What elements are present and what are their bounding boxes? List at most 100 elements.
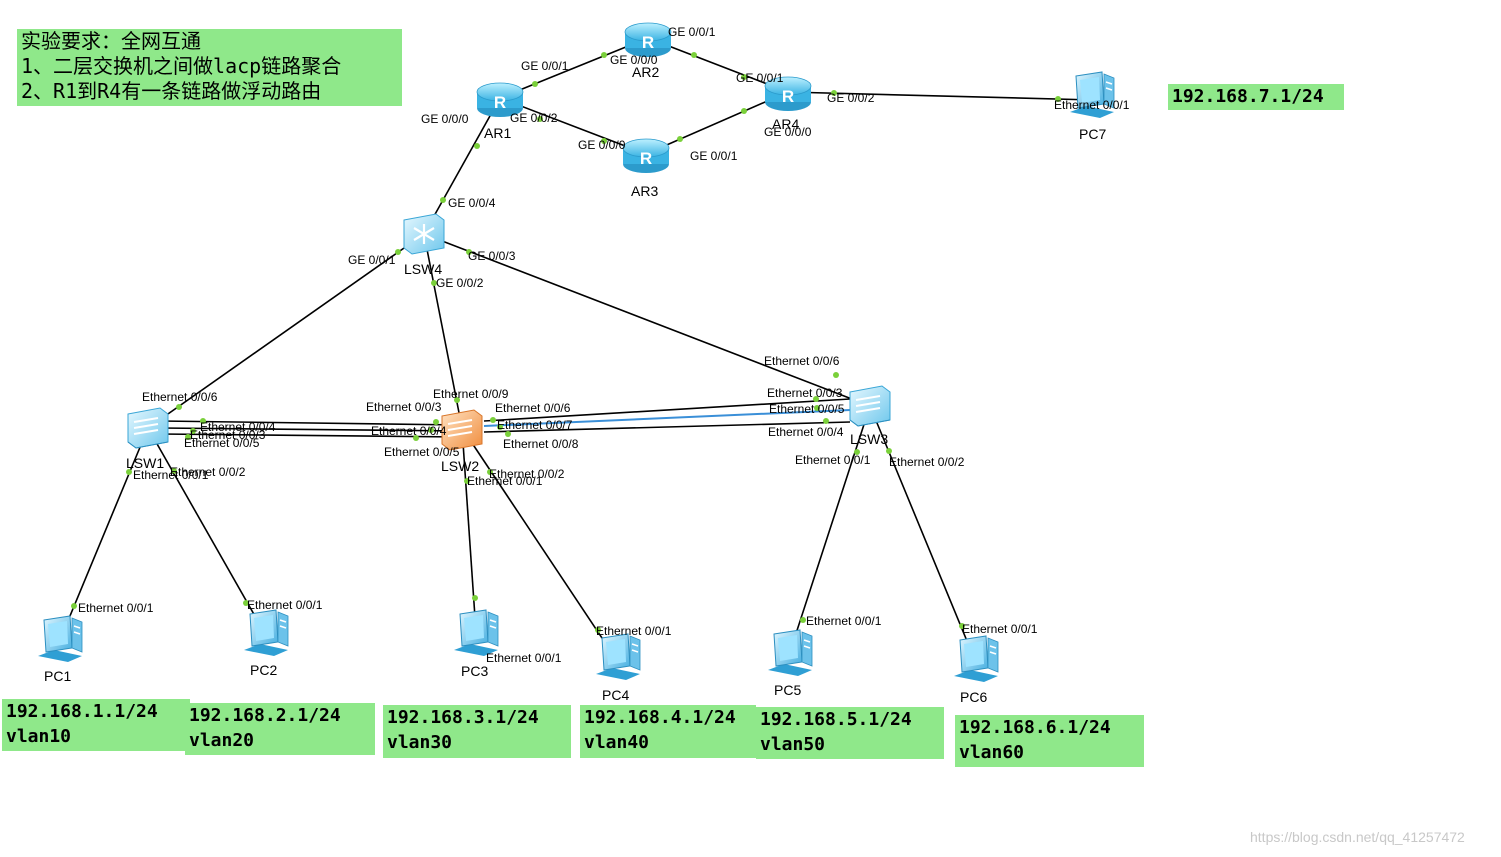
vlan-label: vlan30 xyxy=(387,732,453,753)
port-label: Ethernet 0/0/1 xyxy=(486,651,562,665)
label-ar2: AR2 xyxy=(632,64,659,80)
ip-address: 192.168.5.1/24 xyxy=(760,709,912,730)
port-dot xyxy=(472,595,478,601)
port-label: Ethernet 0/0/8 xyxy=(503,437,579,451)
link-lsw2-lsw3-c xyxy=(483,421,851,433)
pc-pc1[interactable] xyxy=(37,615,83,663)
switch-lsw3[interactable] xyxy=(849,385,891,427)
vlan-label: vlan40 xyxy=(584,732,650,753)
label-lsw1: LSW1 xyxy=(126,455,164,471)
link-ar1-ar2 xyxy=(499,37,649,99)
port-dot xyxy=(71,603,77,609)
link-ar1-ar3 xyxy=(499,97,647,155)
port-dot xyxy=(505,431,511,437)
port-label: Ethernet 0/0/4 xyxy=(371,424,447,438)
requirements-title: 实验要求：全网互通 xyxy=(21,29,201,53)
requirement-item-2: 2、R1到R4有一条链路做浮动路由 xyxy=(21,79,322,103)
port-label: Ethernet 0/0/5 xyxy=(184,436,260,450)
link-lsw1-lsw2-b xyxy=(159,427,463,432)
ip-box-pc4: 192.168.4.1/24 vlan40 xyxy=(580,705,756,758)
link-lsw2-pc4 xyxy=(461,427,615,657)
port-label: Ethernet 0/0/1 xyxy=(1054,98,1130,112)
port-dot xyxy=(487,469,493,475)
port-dot xyxy=(601,52,607,58)
label-pc2: PC2 xyxy=(250,662,277,678)
port-dot xyxy=(691,52,697,58)
port-label: Ethernet 0/0/4 xyxy=(768,425,844,439)
pc-pc4[interactable] xyxy=(595,633,641,681)
port-dot xyxy=(433,419,439,425)
port-label: Ethernet 0/0/6 xyxy=(142,390,218,404)
port-label: Ethernet 0/0/1 xyxy=(795,453,871,467)
ip-address: 192.168.1.1/24 xyxy=(6,701,158,722)
port-dot xyxy=(126,469,132,475)
label-lsw4: LSW4 xyxy=(404,261,442,277)
port-label: GE 0/0/1 xyxy=(690,149,738,163)
vlan-label: vlan50 xyxy=(760,734,826,755)
port-label: GE 0/0/2 xyxy=(510,111,558,125)
port-dot xyxy=(601,138,607,144)
pc-pc6[interactable] xyxy=(953,635,999,683)
vlan-label: vlan60 xyxy=(959,742,1025,763)
ip-box-pc3: 192.168.3.1/24 vlan30 xyxy=(383,705,571,758)
port-dot xyxy=(440,197,446,203)
port-label: GE 0/0/1 xyxy=(348,253,396,267)
port-dot xyxy=(185,434,191,440)
label-ar4: AR4 xyxy=(772,116,799,132)
router-ar3[interactable] xyxy=(622,138,670,174)
link-ar3-ar4 xyxy=(645,91,789,155)
port-dot xyxy=(814,405,820,411)
port-label: GE 0/0/1 xyxy=(521,59,569,73)
link-lsw4-lsw3 xyxy=(423,233,871,407)
router-ar2[interactable] xyxy=(624,22,672,58)
link-lsw3-pc6 xyxy=(869,405,975,659)
ip-address: 192.168.2.1/24 xyxy=(189,705,341,726)
link-ar1-lsw4 xyxy=(423,97,501,235)
switch-lsw1[interactable] xyxy=(127,407,169,449)
port-label: GE 0/0/0 xyxy=(421,112,469,126)
ip-address: 192.168.7.1/24 xyxy=(1172,86,1324,107)
pc-pc2[interactable] xyxy=(243,609,289,657)
port-label: Ethernet 0/0/1 xyxy=(467,474,543,488)
port-label: Ethernet 0/0/6 xyxy=(764,354,840,368)
port-dot xyxy=(833,372,839,378)
switch-lsw2[interactable] xyxy=(441,409,483,451)
label-pc3: PC3 xyxy=(461,663,488,679)
port-dot xyxy=(823,418,829,424)
port-label: Ethernet 0/0/3 xyxy=(767,386,843,400)
port-label: GE 0/0/2 xyxy=(436,276,484,290)
port-dot xyxy=(200,418,206,424)
port-dot xyxy=(413,435,419,441)
pc-pc3[interactable] xyxy=(453,609,499,657)
ip-box-pc6: 192.168.6.1/24 vlan60 xyxy=(955,715,1144,767)
label-pc6: PC6 xyxy=(960,689,987,705)
port-label: Ethernet 0/0/7 xyxy=(497,418,573,432)
port-dot xyxy=(428,427,434,433)
link-lsw4-lsw2 xyxy=(423,233,463,429)
port-label: Ethernet 0/0/2 xyxy=(489,467,565,481)
link-lsw1-lsw2-c xyxy=(159,433,463,438)
port-dot xyxy=(741,108,747,114)
switch-lsw4[interactable] xyxy=(402,212,446,256)
port-label: GE 0/0/4 xyxy=(448,196,496,210)
ip-address: 192.168.6.1/24 xyxy=(959,717,1111,738)
port-dot xyxy=(1055,96,1061,102)
port-label: GE 0/0/3 xyxy=(468,249,516,263)
pc-pc5[interactable] xyxy=(767,629,813,677)
requirement-item-1: 1、二层交换机之间做lacp链路聚合 xyxy=(21,54,342,78)
port-label: GE 0/0/0 xyxy=(764,125,812,139)
port-label: GE 0/0/0 xyxy=(610,53,658,67)
port-dot xyxy=(677,136,683,142)
link-lsw2-lsw3-a xyxy=(483,398,851,422)
ip-box-pc2: 192.168.2.1/24 vlan20 xyxy=(185,703,375,755)
port-dot xyxy=(454,397,460,403)
port-label: GE 0/0/1 xyxy=(668,25,716,39)
label-lsw2: LSW2 xyxy=(441,458,479,474)
port-label: Ethernet 0/0/1 xyxy=(962,622,1038,636)
ip-address: 192.168.4.1/24 xyxy=(584,707,736,728)
port-label: Ethernet 0/0/1 xyxy=(596,624,672,638)
port-label: Ethernet 0/0/9 xyxy=(433,387,509,401)
link-lsw1-pc2 xyxy=(147,427,265,633)
port-dot xyxy=(813,396,819,402)
port-dot xyxy=(800,617,806,623)
